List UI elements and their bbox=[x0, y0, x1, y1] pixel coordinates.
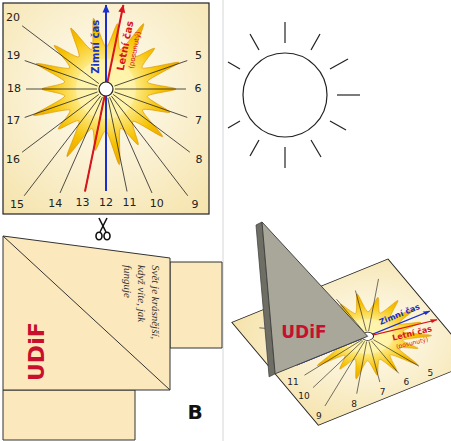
hour-number: 6 bbox=[403, 377, 409, 387]
hour-number: 17 bbox=[6, 115, 20, 128]
hour-number: 15 bbox=[10, 199, 24, 212]
sun-ray bbox=[284, 22, 285, 43]
hour-number: 12 bbox=[99, 197, 113, 210]
gnomon-figure bbox=[256, 222, 368, 377]
hour-number: 14 bbox=[48, 198, 62, 211]
logo-text: UDiF bbox=[281, 323, 326, 343]
scissors-handle bbox=[96, 232, 102, 240]
summer-noon-line bbox=[85, 5, 123, 192]
hour-number: 20 bbox=[6, 12, 20, 25]
hour-line bbox=[22, 94, 99, 152]
winter-arrowhead bbox=[423, 309, 432, 315]
sun-ray bbox=[330, 121, 346, 130]
gnomon-center bbox=[99, 82, 113, 96]
hour-line bbox=[352, 341, 398, 382]
hour-number: 5 bbox=[428, 368, 434, 378]
hour-line bbox=[114, 92, 187, 117]
sun-ray bbox=[337, 94, 360, 95]
sun-ray bbox=[311, 140, 321, 157]
scissors-blade bbox=[100, 218, 107, 232]
template-body bbox=[3, 236, 170, 390]
dial-artwork bbox=[3, 3, 209, 214]
sun-ray bbox=[284, 147, 285, 168]
sun-ray bbox=[228, 62, 240, 69]
hour-number: 18 bbox=[7, 83, 21, 96]
scissors-handle bbox=[104, 232, 110, 240]
sundial-face: 201918171615141312111098765Zimní časLetn… bbox=[3, 3, 209, 214]
hour-line bbox=[110, 97, 152, 193]
hour-line bbox=[25, 92, 98, 117]
summer-arrowhead bbox=[118, 4, 125, 13]
hour-line bbox=[115, 89, 186, 90]
hour-line bbox=[25, 61, 98, 86]
sun-sketch bbox=[228, 22, 360, 168]
hour-number: 13 bbox=[76, 197, 90, 210]
node-shape bbox=[252, 218, 372, 378]
sun-ray bbox=[330, 59, 348, 69]
logo-text: UDiF bbox=[23, 323, 48, 382]
sun-ray bbox=[250, 140, 259, 156]
winter-arrowhead bbox=[103, 5, 110, 13]
hour-number: 19 bbox=[6, 50, 20, 63]
hour-line bbox=[111, 96, 187, 196]
node-shape bbox=[3, 3, 209, 214]
hour-line bbox=[113, 94, 190, 152]
scissors-symbol bbox=[96, 218, 110, 240]
scissors-blade bbox=[99, 218, 106, 232]
part-letter: B bbox=[187, 401, 202, 424]
hour-number: 11 bbox=[287, 377, 298, 387]
hour-number: 10 bbox=[150, 198, 164, 211]
template-outline bbox=[3, 236, 222, 440]
template-tab bbox=[170, 262, 222, 348]
slogan-text: Svět je krásnější, když víte, jak funguj… bbox=[121, 265, 163, 355]
hour-number: 16 bbox=[6, 154, 20, 167]
assembled-gnomon: UDiF bbox=[252, 218, 372, 378]
hour-number: 8 bbox=[196, 154, 203, 167]
template-base-strip bbox=[3, 390, 135, 440]
hour-number: 6 bbox=[195, 83, 202, 96]
fold-diagonal bbox=[3, 236, 170, 390]
dial-plate bbox=[3, 3, 209, 214]
sun-ray bbox=[228, 121, 240, 128]
sun-ray bbox=[311, 34, 320, 50]
hour-number: 7 bbox=[380, 387, 386, 397]
hour-line bbox=[22, 26, 99, 84]
hour-number: 9 bbox=[316, 411, 322, 421]
winter-time-label: Zimní čas bbox=[90, 20, 102, 74]
winter-noon-line bbox=[105, 5, 107, 191]
hour-line bbox=[24, 96, 100, 196]
hour-number: 9 bbox=[192, 199, 199, 212]
hour-line bbox=[60, 97, 102, 193]
hour-number: 11 bbox=[122, 197, 136, 210]
sun-disc bbox=[243, 53, 327, 137]
summer-arrowhead bbox=[429, 317, 438, 323]
sun-ray bbox=[250, 34, 259, 50]
hour-number: 7 bbox=[195, 115, 202, 128]
hour-number: 8 bbox=[351, 399, 357, 409]
hour-line bbox=[371, 341, 398, 374]
gnomon-face bbox=[262, 222, 368, 374]
hour-line bbox=[26, 89, 97, 90]
hour-number: 10 bbox=[298, 391, 309, 401]
panel-divider bbox=[223, 0, 224, 441]
hour-number: 5 bbox=[195, 50, 202, 63]
hour-line bbox=[108, 98, 127, 192]
